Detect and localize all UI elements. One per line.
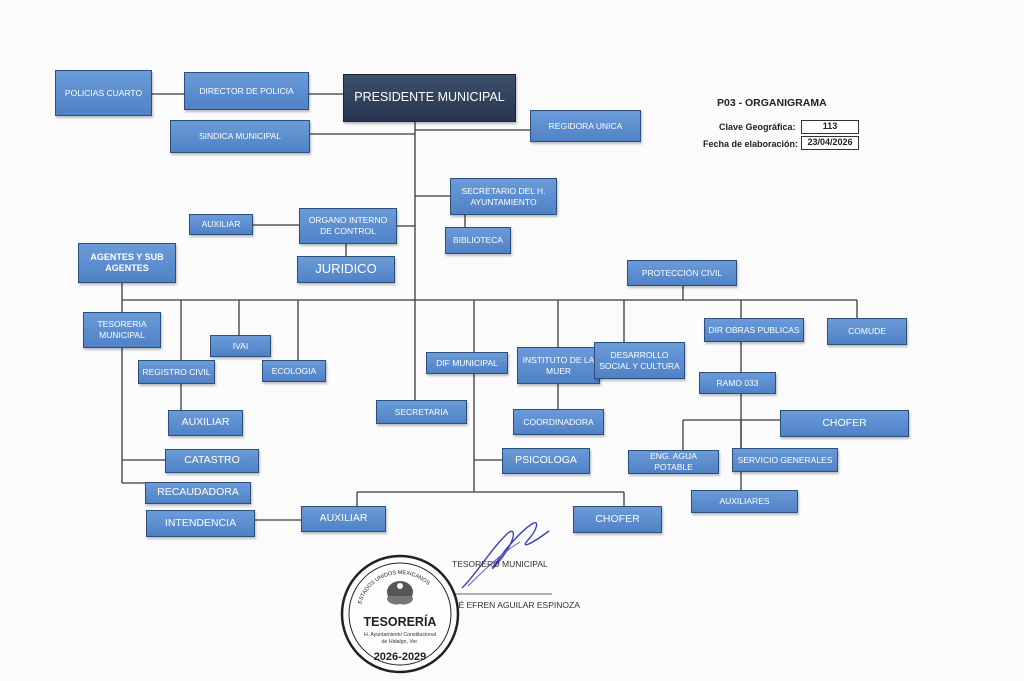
node-recaudadora: RECAUDADORA: [145, 482, 251, 504]
node-registro-civil: REGISTRO CIVIL: [138, 360, 215, 384]
node-chofer-dif: CHOFER: [573, 506, 662, 533]
node-ecologia: ECOLOGIA: [262, 360, 326, 382]
signature-name: LIC. JOSÉ EFREN AGUILAR ESPINOZA: [424, 600, 580, 610]
node-desarrollo-social: DESARROLLO SOCIAL Y CULTURA: [594, 342, 685, 379]
seal-title: TESORERÍA: [364, 614, 437, 629]
clave-value: 113: [801, 120, 859, 134]
node-dif-municipal: DIF MUNICIPAL: [426, 352, 508, 374]
seal-line-1: H. Ayuntamiento Constitucional: [364, 632, 436, 638]
node-ivai: IVAI: [210, 335, 271, 357]
node-psicologa: PSICOLOGA: [502, 448, 590, 474]
seal-line-2: de Hidalgo, Ver.: [382, 639, 419, 645]
node-secretaria: SECRETARIA: [376, 400, 467, 424]
tesoreria-seal: ESTADOS UNIDOS MEXICANOS TESORERÍA H. Ay…: [340, 554, 460, 674]
node-chofer-obras: CHOFER: [780, 410, 909, 437]
node-ramo-033: RAMO 033: [699, 372, 776, 394]
fecha-value: 23/04/2026: [801, 136, 859, 150]
node-biblioteca: BIBLIOTECA: [445, 227, 511, 254]
node-organo-interno: ORGANO INTERNO DE CONTROL: [299, 208, 397, 244]
node-auxiliares: AUXILIARES: [691, 490, 798, 513]
node-auxiliar-registro: AUXILIAR: [168, 410, 243, 436]
signature-role: TESORERO MUNICIPAL: [452, 559, 548, 569]
node-catastro: CATASTRO: [165, 449, 259, 473]
signature-scribble: [461, 522, 550, 589]
node-auxiliar-dif: AUXILIAR: [301, 506, 386, 532]
node-juridico: JURIDICO: [297, 256, 395, 283]
node-instituto-mujer: INSTITUTO DE LA MUER: [517, 347, 600, 384]
node-servicio-generales: SERVICIO GENERALES: [732, 448, 838, 472]
fecha-label: Fecha de elaboración:: [703, 139, 799, 149]
node-dir-obras-publicas: DIR OBRAS PUBLICAS: [704, 318, 804, 342]
node-sindica-municipal: SINDICA MUNICIPAL: [170, 120, 310, 153]
node-policias-cuarto: POLICIAS CUARTO: [55, 70, 152, 116]
seal-years: 2026-2029: [374, 651, 427, 663]
node-coordinadora: COORDINADORA: [513, 409, 604, 435]
node-director-policia: DIRECTOR DE POLICIA: [184, 72, 309, 110]
node-agentes-subagentes: AGENTES Y SUB AGENTES: [78, 243, 176, 283]
node-presidente-municipal: PRESIDENTE MUNICIPAL: [343, 74, 516, 122]
document-title: P03 - ORGANIGRAMA: [717, 97, 827, 109]
node-comude: COMUDE: [827, 318, 907, 345]
eagle-emblem-icon: [387, 581, 413, 605]
node-auxiliar-organo: AUXILIAR: [189, 214, 253, 235]
clave-label: Clave Geográfica:: [719, 122, 796, 132]
node-regidora-unica: REGIDORA UNICA: [530, 110, 641, 142]
node-secretario-ayuntamiento: SECRETARIO DEL H. AYUNTAMIENTO: [450, 178, 557, 215]
node-intendencia: INTENDENCIA: [146, 510, 255, 537]
node-eng-agua-potable: ENG. AGUA POTABLE: [628, 450, 719, 474]
node-tesoreria-municipal: TESORERIA MUNICIPAL: [83, 312, 161, 348]
node-proteccion-civil: PROTECCIÓN CIVIL: [627, 260, 737, 286]
